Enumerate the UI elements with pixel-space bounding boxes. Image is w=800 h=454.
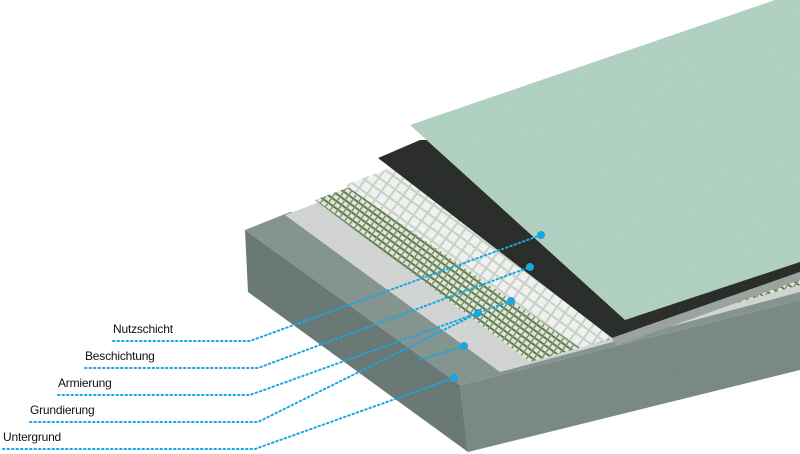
leader-armierung <box>57 300 512 396</box>
label-nutzschicht: Nutzschicht <box>113 322 173 336</box>
layer-nutzschicht <box>410 0 800 320</box>
marker-dots <box>450 231 545 382</box>
label-untergrund: Untergrund <box>3 430 62 444</box>
leader-grundierung <box>29 312 479 423</box>
marker-dot <box>450 374 458 382</box>
marker-dot <box>460 342 468 350</box>
leader-beschichtung <box>84 266 531 369</box>
marker-dot <box>507 297 515 305</box>
label-grundierung: Grundierung <box>30 403 95 417</box>
label-beschichtung: Beschichtung <box>85 349 155 363</box>
leader-extra <box>419 345 465 361</box>
leader-untergrund <box>2 377 455 450</box>
leader-lines <box>2 234 542 450</box>
marker-dot <box>526 263 534 271</box>
marker-dot <box>537 231 545 239</box>
label-armierung: Armierung <box>58 376 112 390</box>
marker-dot <box>474 309 482 317</box>
leader-nutzschicht <box>112 234 542 342</box>
